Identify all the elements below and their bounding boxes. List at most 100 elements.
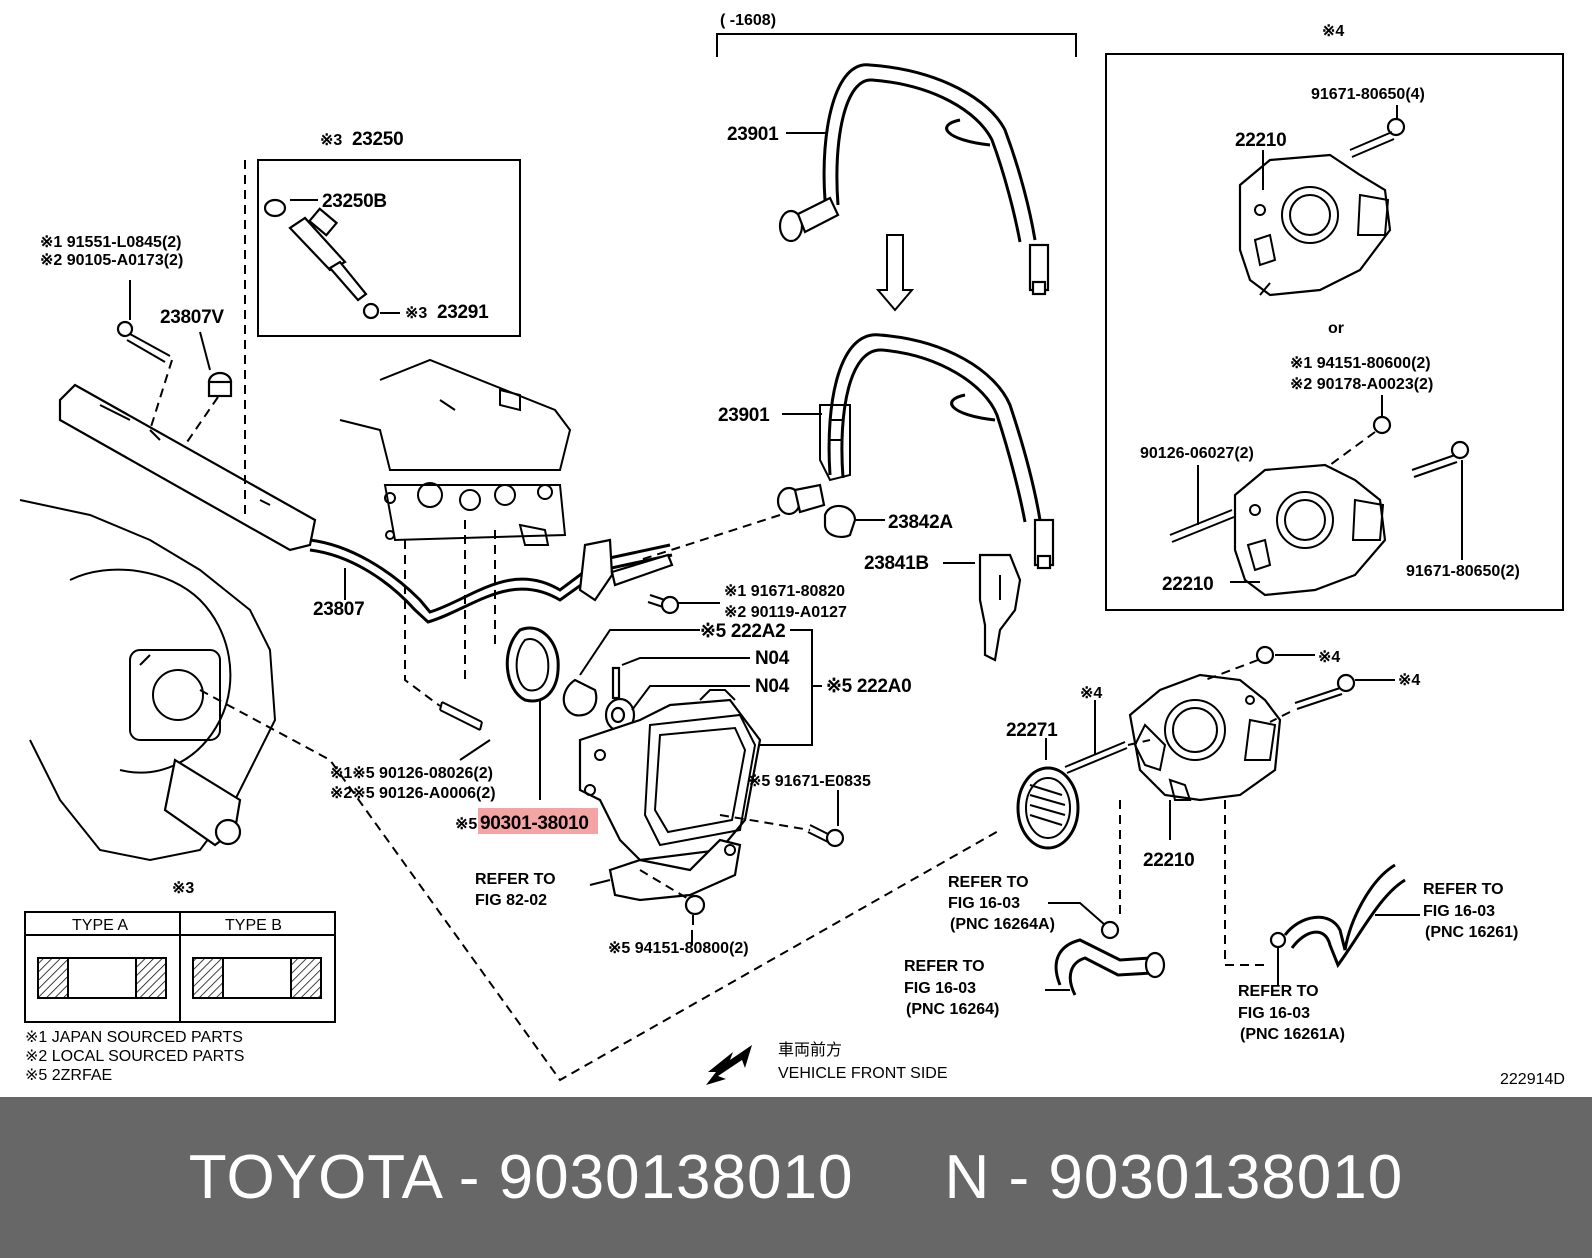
bracket-23841B	[978, 553, 1022, 662]
legend-table	[24, 911, 336, 1023]
label-rail-bolt-1: ※1 91551-L0845(2)	[40, 234, 182, 251]
label-box-bolt-b: 91671-80650(2)	[1406, 563, 1520, 580]
label-N04-a: N04	[755, 648, 790, 669]
label-23842A: 23842A	[888, 512, 953, 533]
label-stud-2: ※2※5 90126-A0006(2)	[330, 785, 496, 802]
label-box-22210-b: 22210	[1162, 574, 1213, 595]
gasket-22271	[1016, 766, 1080, 850]
label-23291: 23291	[437, 302, 489, 323]
footer-bar: TOYOTA - 9030138010 N - 9030138010	[0, 1097, 1592, 1258]
label-gasket-mark: ※5	[455, 816, 477, 833]
label-ref-16261A-3: (PNC 16261A)	[1240, 1026, 1345, 1043]
label-23807: 23807	[313, 599, 364, 620]
pipe-bolt-part	[647, 594, 680, 615]
label-ref-16264-3: (PNC 16264)	[906, 1001, 999, 1018]
label-front-en: VEHICLE FRONT SIDE	[778, 1065, 948, 1082]
dash-stud-4	[1127, 739, 1151, 746]
label-23250B: 23250B	[322, 191, 387, 212]
leader-222A2	[579, 629, 700, 676]
label-ref-16261-3: (PNC 16261)	[1425, 924, 1518, 941]
label-22210: 22210	[1143, 850, 1194, 871]
leader-23807V	[199, 331, 211, 371]
label-front-jp: 車両前方	[778, 1041, 842, 1059]
label-box-bolt-a: 91671-80650(4)	[1311, 86, 1425, 103]
note-1: ※1 JAPAN SOURCED PARTS	[25, 1029, 243, 1046]
intake-manifold	[19, 499, 277, 862]
note-2: ※2 LOCAL SOURCED PARTS	[25, 1048, 244, 1065]
nut-throttle	[1255, 645, 1275, 665]
leader-stud	[459, 739, 491, 761]
label-ref-16264A-3: (PNC 16264A)	[950, 916, 1055, 933]
hose-16261	[1283, 863, 1406, 969]
label-ref-16264-2: FIG 16-03	[904, 980, 976, 997]
label-m4-c: ※4	[1080, 685, 1102, 702]
box-bolt-b	[1411, 440, 1470, 478]
date-range-bracket	[716, 33, 1077, 57]
clip-16264A	[1100, 920, 1120, 940]
label-222A2: ※5 222A2	[700, 621, 785, 642]
nut-94151-80800	[684, 894, 706, 925]
label-ref-16264A-1: REFER TO	[948, 874, 1029, 891]
label-ref-16264A-2: FIG 16-03	[948, 895, 1020, 912]
down-arrow-icon	[875, 234, 915, 312]
label-refer-82-fig: FIG 82-02	[475, 892, 547, 909]
legend-mark: ※3	[172, 880, 194, 897]
box-nut-b	[1372, 415, 1392, 435]
dash-16261A	[1224, 800, 1270, 966]
label-pipe-bolt-1: ※1 91671-80820	[724, 583, 845, 600]
vehicle-front-arrow-icon	[706, 1045, 752, 1085]
label-23841B: 23841B	[864, 553, 929, 574]
group4-tag: ※4	[1322, 23, 1344, 40]
label-m4-b: ※4	[1398, 672, 1420, 689]
cylinder-head	[339, 358, 572, 546]
box-throttle-body-a	[1238, 153, 1392, 297]
label-23250-mark: ※3	[320, 132, 342, 149]
label-23250: 23250	[352, 129, 403, 150]
label-23901-mid: 23901	[718, 405, 770, 426]
label-box-nut-2: ※2 90178-A0023(2)	[1290, 376, 1433, 393]
dash-rail-bolt	[149, 359, 173, 431]
leader-fig82	[589, 879, 611, 886]
spacer-23807V	[207, 371, 233, 398]
stud-90126	[439, 701, 483, 731]
legend-type-b: TYPE B	[225, 917, 282, 934]
parts-diagram: ( -1608) ※4	[19, 12, 1565, 1088]
label-stud-1: ※1※5 90126-08026(2)	[330, 765, 493, 782]
target-part-highlight	[478, 808, 598, 834]
label-ref-16264-1: REFER TO	[904, 958, 985, 975]
date-range-label: ( -1608)	[720, 12, 776, 29]
injector-box	[257, 159, 521, 337]
box-throttle-body-b	[1233, 463, 1387, 597]
bolt-91671-E0835	[807, 824, 845, 848]
label-m4-a: ※4	[1318, 649, 1340, 666]
label-23901-top: 23901	[727, 124, 779, 145]
label-ref-16261A-1: REFER TO	[1238, 983, 1319, 1000]
rail-bolt-part	[116, 320, 171, 363]
label-ref-16261A-2: FIG 16-03	[1238, 1005, 1310, 1022]
label-nut-94151: ※5 94151-80800(2)	[608, 940, 749, 957]
dash-bolt-4	[1269, 711, 1291, 723]
dash-bolt-E0835	[719, 814, 811, 831]
throttle-body-main	[1128, 673, 1282, 802]
box-stud-b	[1169, 509, 1235, 543]
pipe-bracket	[578, 538, 674, 602]
leader-N04-b	[631, 685, 750, 711]
fuel-pipe	[309, 538, 671, 614]
bracket-leader-group	[750, 629, 813, 746]
label-box-22210-a: 22210	[1235, 130, 1286, 151]
air-control-valve	[578, 689, 762, 862]
label-ref-16261-1: REFER TO	[1423, 881, 1504, 898]
label-23807V: 23807V	[160, 307, 224, 328]
clamp-23842A	[823, 504, 857, 539]
legend-type-a: TYPE A	[72, 917, 128, 934]
dash-spacer	[184, 396, 219, 446]
label-bolt-E0835: ※5 91671-E0835	[748, 773, 871, 790]
dash-box-nut-b	[1329, 431, 1376, 466]
leader-16264A	[1048, 902, 1106, 926]
label-N04-b: N04	[755, 676, 790, 697]
diagram-canvas: ( -1608) ※4	[19, 12, 1565, 1088]
label-rail-bolt-2: ※2 90105-A0173(2)	[40, 252, 183, 269]
clip-16261A	[1269, 931, 1287, 949]
footer-title: TOYOTA - 9030138010 N - 9030138010	[188, 1143, 1404, 1212]
label-gasket-pn: 90301-38010	[480, 813, 589, 834]
